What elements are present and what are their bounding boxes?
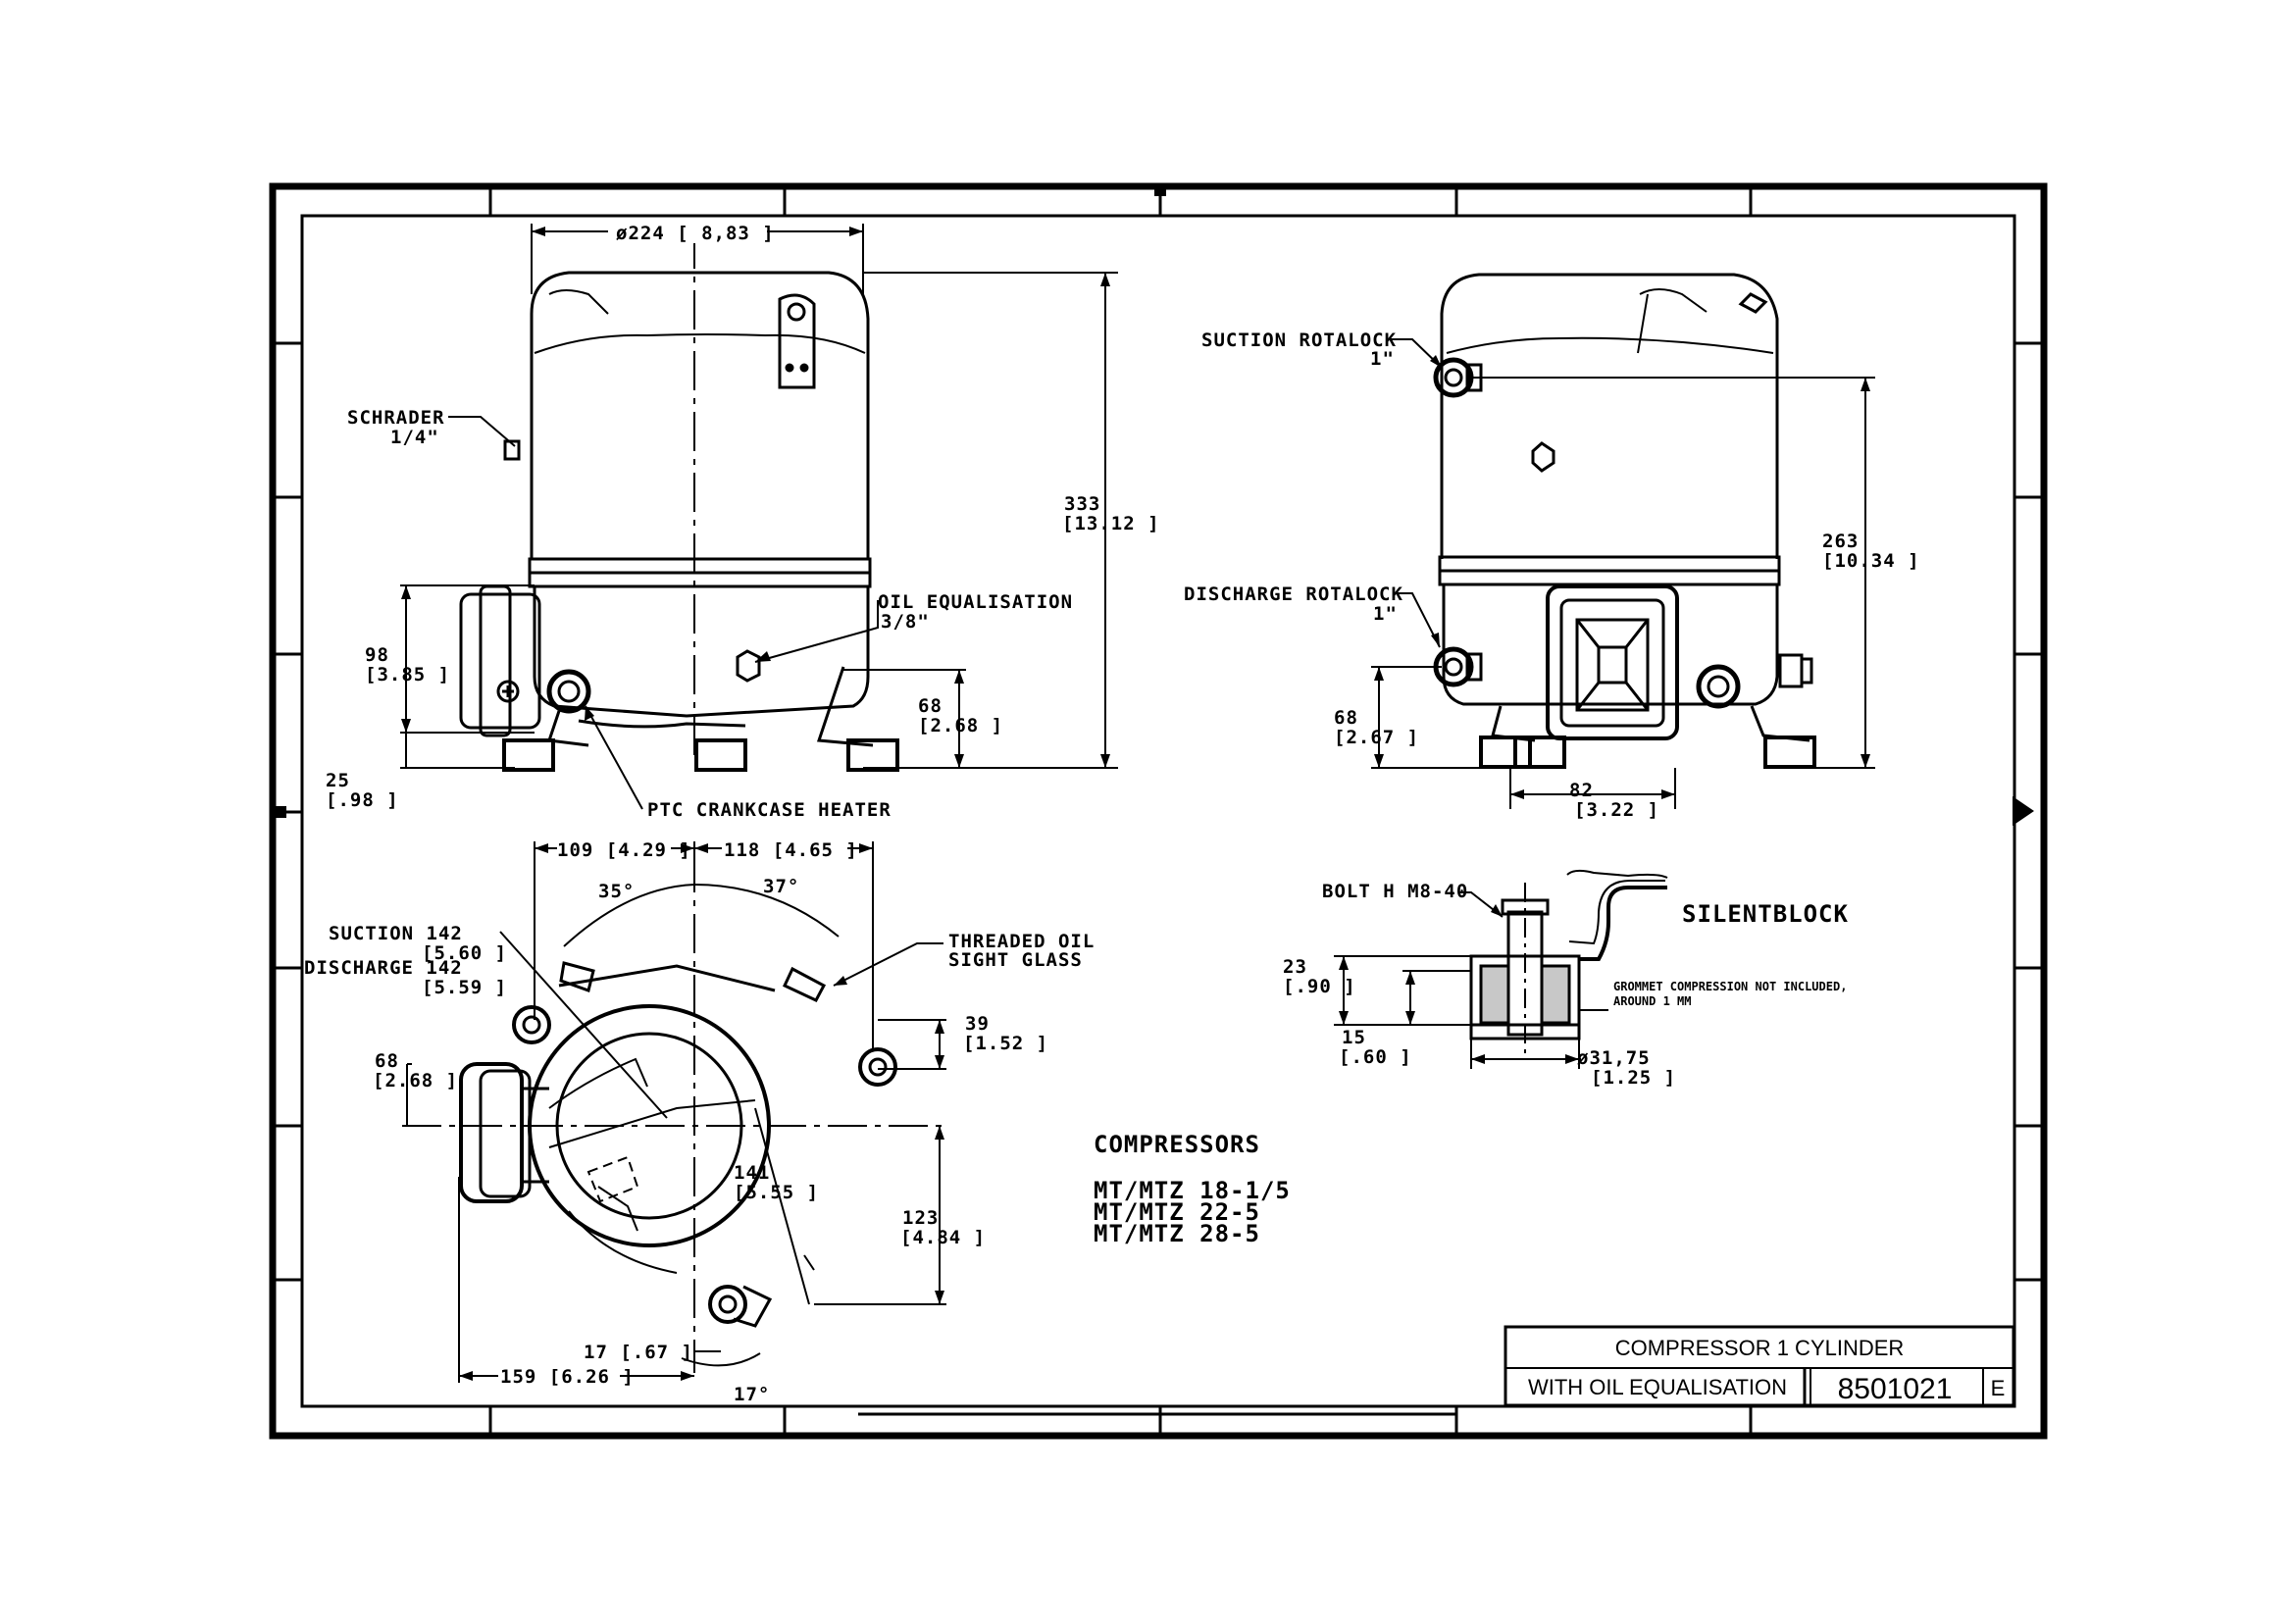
- dim-141: 141: [734, 1162, 770, 1184]
- compressors-heading: COMPRESSORS: [1094, 1131, 1260, 1158]
- left-view-arrowheads: [401, 227, 1110, 768]
- dim-82: 82: [1569, 780, 1594, 801]
- dim-68-right: 68: [1334, 707, 1358, 729]
- centering-arrow-icon: [2013, 796, 2034, 826]
- dim-39: 39: [965, 1013, 990, 1035]
- dim-diameter: ø31,75: [1577, 1047, 1651, 1069]
- angle-37: 37°: [763, 876, 799, 897]
- dim-109: 109 [4.29 ]: [557, 839, 691, 861]
- dim-17: 17 [.67 ]: [584, 1342, 693, 1363]
- dim-68-top: 68: [375, 1050, 399, 1072]
- left-view-labels: ø224 [ 8,83 ] SCHRADER 1/4" 333 [13.12 ]…: [326, 222, 1160, 821]
- dim-159: 159 [6.26 ]: [500, 1366, 635, 1388]
- dim-23: 23: [1283, 956, 1307, 978]
- dim-68: 68: [918, 695, 943, 717]
- compressor-side-view-right: [1433, 273, 1816, 769]
- silentblock-labels: BOLT H M8-40 SILENTBLOCK GROMMET COMPRES…: [1283, 881, 1849, 1089]
- silentblock-arrowheads: [1339, 904, 1579, 1064]
- dim-15: 15: [1342, 1027, 1366, 1048]
- suction-label: SUCTION 142: [329, 923, 463, 944]
- model-1: MT/MTZ 18-1/5: [1094, 1177, 1291, 1204]
- suction-rotalock-label: SUCTION ROTALOCK: [1201, 330, 1397, 351]
- top-view-labels: 109 [4.29 ] 118 [4.65 ] 35° 37° SUCTION …: [304, 839, 1095, 1405]
- top-view-dimensions: [406, 841, 946, 1383]
- dim-25-in: [.98 ]: [326, 789, 399, 811]
- dim-82-in: [3.22 ]: [1574, 799, 1659, 821]
- drawing-number: 8501021: [1838, 1373, 1953, 1405]
- dim-68-right-in: [2.67 ]: [1334, 727, 1419, 748]
- dim-123: 123: [902, 1207, 939, 1229]
- dim-263: 263: [1822, 531, 1859, 552]
- compressor-top-view: [402, 853, 942, 1373]
- diameter-label: ø224 [ 8,83 ]: [616, 223, 775, 244]
- revision-letter: E: [1991, 1376, 2006, 1400]
- grommet-note-1: GROMMET COMPRESSION NOT INCLUDED,: [1613, 980, 1847, 993]
- dim-25: 25: [326, 770, 350, 791]
- top-view-arrowheads: [459, 843, 944, 1381]
- suction-rotalock-size: 1": [1370, 348, 1395, 370]
- discharge-label: DISCHARGE 142: [304, 957, 463, 979]
- dim-333: 333: [1064, 493, 1100, 515]
- dim-98-in: [3.85 ]: [365, 664, 450, 685]
- angle-35: 35°: [598, 881, 635, 902]
- dim-118: 118 [4.65 ]: [724, 839, 858, 861]
- dim-39-in: [1.52 ]: [963, 1033, 1048, 1054]
- oil-equalisation-size: 3/8": [881, 611, 930, 633]
- model-2: MT/MTZ 22-5: [1094, 1198, 1260, 1226]
- ptc-heater-label: PTC CRANKCASE HEATER: [647, 799, 892, 821]
- oil-equalisation-label: OIL EQUALISATION: [878, 591, 1073, 613]
- dim-123-in: [4.84 ]: [900, 1227, 986, 1248]
- compressors-list: COMPRESSORS MT/MTZ 18-1/5 MT/MTZ 22-5 MT…: [1094, 1131, 1291, 1247]
- dim-263-in: [10.34 ]: [1822, 550, 1920, 572]
- title-block-subtitle: WITH OIL EQUALISATION: [1528, 1375, 1787, 1399]
- dim-98: 98: [365, 644, 389, 666]
- silentblock-title: SILENTBLOCK: [1682, 900, 1849, 928]
- discharge-rotalock-label: DISCHARGE ROTALOCK: [1184, 584, 1403, 605]
- angle-17: 17°: [734, 1384, 770, 1405]
- schrader-label: SCHRADER: [347, 407, 445, 429]
- sight-glass-label-2: SIGHT GLASS: [948, 949, 1083, 971]
- discharge-in: [5.59 ]: [422, 977, 507, 998]
- dim-68-in: [2.68 ]: [918, 715, 1003, 736]
- bolt-label: BOLT H M8-40: [1322, 881, 1468, 902]
- compressor-side-view-left: [459, 229, 899, 772]
- left-view-dimensions: [400, 224, 1118, 810]
- right-view-dimensions: [1371, 338, 1875, 809]
- dim-333-in: [13.12 ]: [1062, 513, 1160, 534]
- model-3: MT/MTZ 28-5: [1094, 1220, 1260, 1247]
- suction-in: [5.60 ]: [422, 942, 507, 964]
- drawing-frame: [269, 182, 2048, 1440]
- dim-68-top-in: [2.68 ]: [373, 1070, 458, 1091]
- right-view-labels: SUCTION ROTALOCK 1" DISCHARGE ROTALOCK 1…: [1184, 330, 1920, 821]
- dim-23-in: [.90 ]: [1283, 976, 1356, 997]
- title-block: COMPRESSOR 1 CYLINDER WITH OIL EQUALISAT…: [1504, 1325, 2015, 1407]
- schrader-size: 1/4": [390, 427, 439, 448]
- sight-glass-label-1: THREADED OIL: [948, 931, 1095, 952]
- dim-141-in: [5.55 ]: [734, 1182, 819, 1203]
- right-view-arrowheads: [1374, 355, 1870, 799]
- dim-15-in: [.60 ]: [1339, 1046, 1412, 1068]
- title-block-title: COMPRESSOR 1 CYLINDER: [1615, 1336, 1905, 1360]
- silentblock-detail: [1469, 869, 1668, 1054]
- grommet-note-2: AROUND 1 MM: [1613, 994, 1691, 1008]
- dim-diameter-in: [1.25 ]: [1591, 1067, 1676, 1089]
- discharge-rotalock-size: 1": [1373, 603, 1398, 625]
